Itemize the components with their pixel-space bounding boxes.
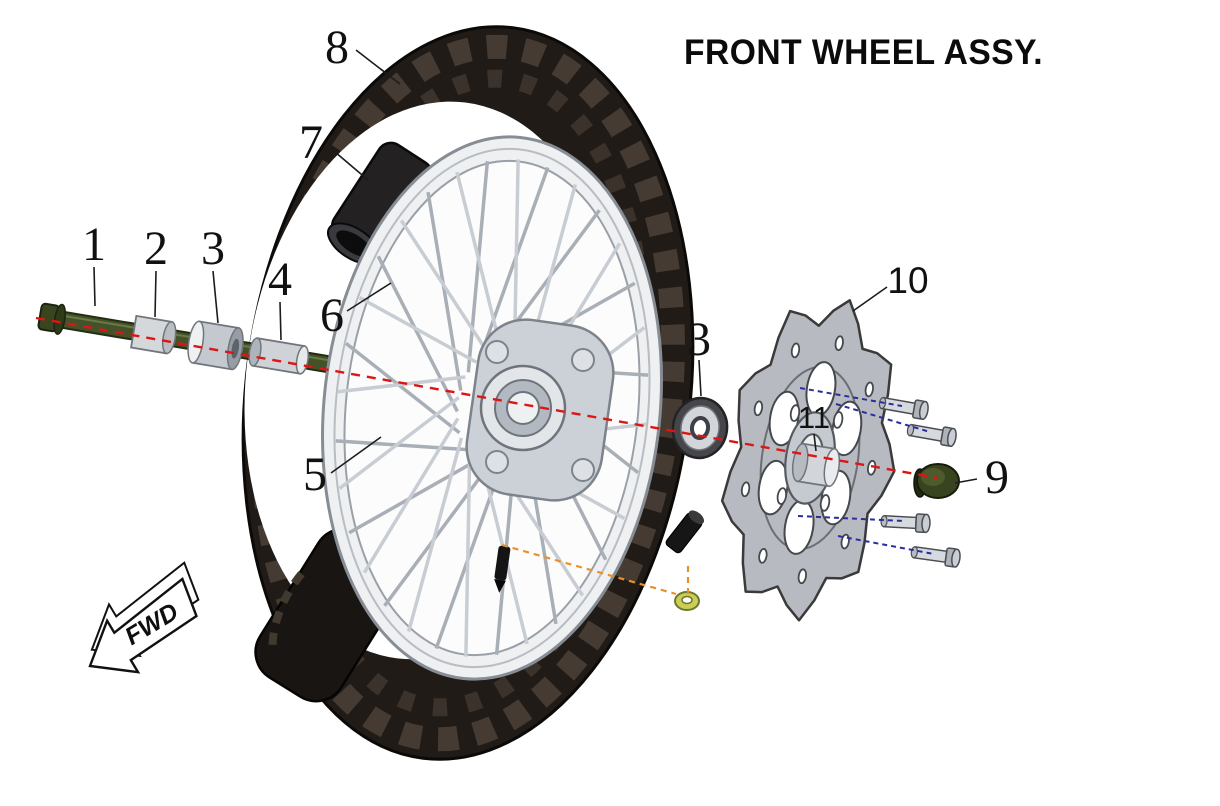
leader-lines bbox=[93, 49, 978, 484]
axle-spacer bbox=[130, 314, 177, 355]
valve-core bbox=[665, 510, 705, 554]
disc-bolt-1 bbox=[877, 392, 931, 421]
callout-9: 9 bbox=[985, 451, 1009, 504]
disc-bolt-4 bbox=[909, 542, 962, 569]
callout-3b: 3 bbox=[687, 313, 711, 366]
bolt-guide-lines bbox=[797, 387, 935, 555]
callout-1: 1 bbox=[82, 218, 106, 271]
disc-bolt-2 bbox=[905, 419, 959, 448]
fwd-arrow: FWD bbox=[88, 561, 200, 674]
callout-2: 2 bbox=[144, 222, 168, 275]
callout-3: 3 bbox=[201, 222, 225, 275]
axle-centerline bbox=[35, 316, 939, 480]
wheel-bearing-left bbox=[187, 320, 244, 371]
brake-disc bbox=[706, 285, 920, 631]
wheel-hub bbox=[465, 318, 615, 502]
page-title: FRONT WHEEL ASSY. bbox=[684, 33, 1044, 72]
axle-nut bbox=[913, 463, 960, 499]
callout-11: 11 bbox=[798, 400, 830, 435]
callout-6: 6 bbox=[320, 289, 344, 342]
wheel-bearing-right bbox=[671, 396, 729, 460]
callout-10: 10 bbox=[887, 260, 928, 301]
disc-bolt-3 bbox=[879, 511, 932, 534]
valve-guide-line bbox=[501, 543, 690, 596]
callout-4: 4 bbox=[268, 253, 292, 306]
callout-5: 5 bbox=[303, 448, 327, 501]
valve-stem bbox=[494, 545, 511, 593]
valve-washer bbox=[674, 591, 700, 611]
callout-7: 7 bbox=[299, 116, 323, 169]
callout-8: 8 bbox=[325, 21, 349, 74]
